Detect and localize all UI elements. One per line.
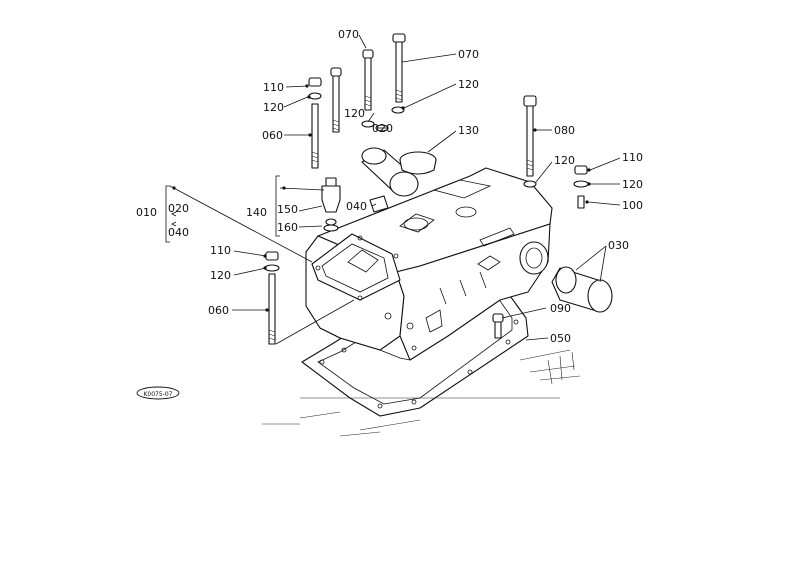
callout-090: 090 [550, 302, 571, 315]
callout-060b: 060 [208, 304, 229, 317]
leader-dots [172, 84, 591, 312]
elbow-fitting [361, 147, 419, 197]
bolt-070-right [392, 33, 406, 103]
stud-upper-middle [330, 67, 342, 133]
callout-120a: 120 [263, 101, 284, 114]
callout-110c: 110 [210, 244, 231, 257]
relief-valve-140 [321, 177, 341, 232]
stud-060-lower [264, 251, 280, 345]
plug-040 [369, 195, 389, 213]
callout-120f: 120 [210, 269, 231, 282]
callout-010: 010 [136, 206, 157, 219]
callout-110a: 110 [263, 81, 284, 94]
callout-140: 140 [246, 206, 267, 219]
washer-120-mid [361, 120, 375, 128]
callout-070a: 070 [338, 28, 359, 41]
bolt-080 [523, 95, 537, 188]
callout-030: 030 [608, 239, 629, 252]
callout-120e: 120 [622, 178, 643, 191]
bracket-140 [275, 175, 280, 237]
callout-labels: 070 070 110 120 120 120 020 060 130 080 … [136, 28, 643, 345]
callout-160: 160 [277, 221, 298, 234]
callout-050: 050 [550, 332, 571, 345]
callout-130: 130 [458, 124, 479, 137]
callout-120c: 120 [458, 78, 479, 91]
callout-020b: 020 [168, 202, 189, 215]
callout-120d: 120 [554, 154, 575, 167]
hydraulic-housing-010 [305, 167, 553, 361]
callout-120b: 120 [344, 107, 365, 120]
code-badge: K0075-07 [136, 386, 180, 400]
stud-060-upper [308, 77, 322, 169]
callout-040b: 040 [346, 200, 367, 213]
callout-080: 080 [554, 124, 575, 137]
bracket-010 [165, 185, 170, 243]
callout-060a: 060 [262, 129, 283, 142]
callout-070b: 070 [458, 48, 479, 61]
cap-130 [399, 151, 437, 175]
bush-030 [551, 266, 613, 313]
leader-lines [169, 34, 621, 345]
bolt-090 [492, 313, 504, 339]
bolt-070-left [362, 49, 374, 111]
washer-120-right [391, 106, 405, 114]
callout-020a: 020 [372, 122, 393, 135]
callout-100: 100 [622, 199, 643, 212]
callout-040a: 040 [168, 226, 189, 239]
callout-110b: 110 [622, 151, 643, 164]
brace-010 [171, 211, 177, 227]
callout-150: 150 [277, 203, 298, 216]
code-badge-label: K0075-07 [143, 391, 172, 398]
nut-group-right [573, 165, 589, 209]
